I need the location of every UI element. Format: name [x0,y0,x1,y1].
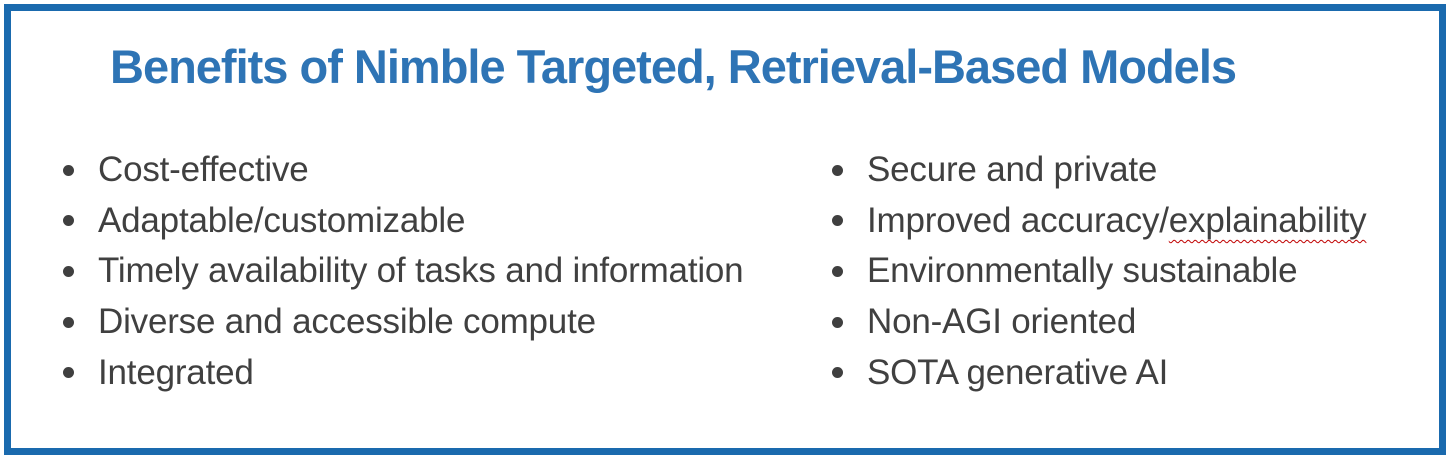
list-item: Environmentally sustainable [832,246,1366,297]
bullet-icon [63,215,74,227]
slide-title: Benefits of Nimble Targeted, Retrieval-B… [110,40,1237,93]
list-item-label: Cost-effective [98,150,309,190]
list-item-label: SOTA generative AI [867,352,1169,392]
bullet-icon [63,367,74,379]
list-item-label: Adaptable/customizable [98,200,466,240]
list-item: Improved accuracy/explainability [832,196,1367,247]
list-item: Secure and private [832,145,1366,196]
list-item: Diverse and accessible compute [63,297,743,348]
bullet-icon [63,316,74,328]
list-item: Non-AGI oriented [832,297,1366,348]
bullet-icon [832,316,843,328]
list-item: Integrated [63,347,743,398]
list-item: Timely availability of tasks and informa… [63,246,744,297]
list-item: SOTA generative AI [832,347,1366,398]
bullet-icon [63,265,74,277]
benefits-list-right: Secure and private Improved accuracy/exp… [832,145,1367,398]
bullet-icon [832,215,843,227]
misspelled-word: explainability [1168,200,1367,240]
list-item-label: Timely availability of tasks and informa… [98,251,744,291]
list-item-label: Secure and private [867,150,1158,190]
list-item-label: Environmentally sustainable [867,251,1298,291]
bullet-icon [63,164,74,176]
list-item-label: Improved accuracy/ [867,200,1169,240]
bullet-icon [832,164,843,176]
list-item-label: Non-AGI oriented [867,302,1137,342]
bullet-icon [832,265,843,277]
benefits-list-left: Cost-effective Adaptable/customizable Ti… [63,145,744,398]
list-item: Cost-effective [63,145,743,196]
list-item-label: Integrated [98,352,254,392]
list-item: Adaptable/customizable [63,196,743,247]
list-item-label: Diverse and accessible compute [98,302,596,342]
bullet-icon [832,367,843,379]
